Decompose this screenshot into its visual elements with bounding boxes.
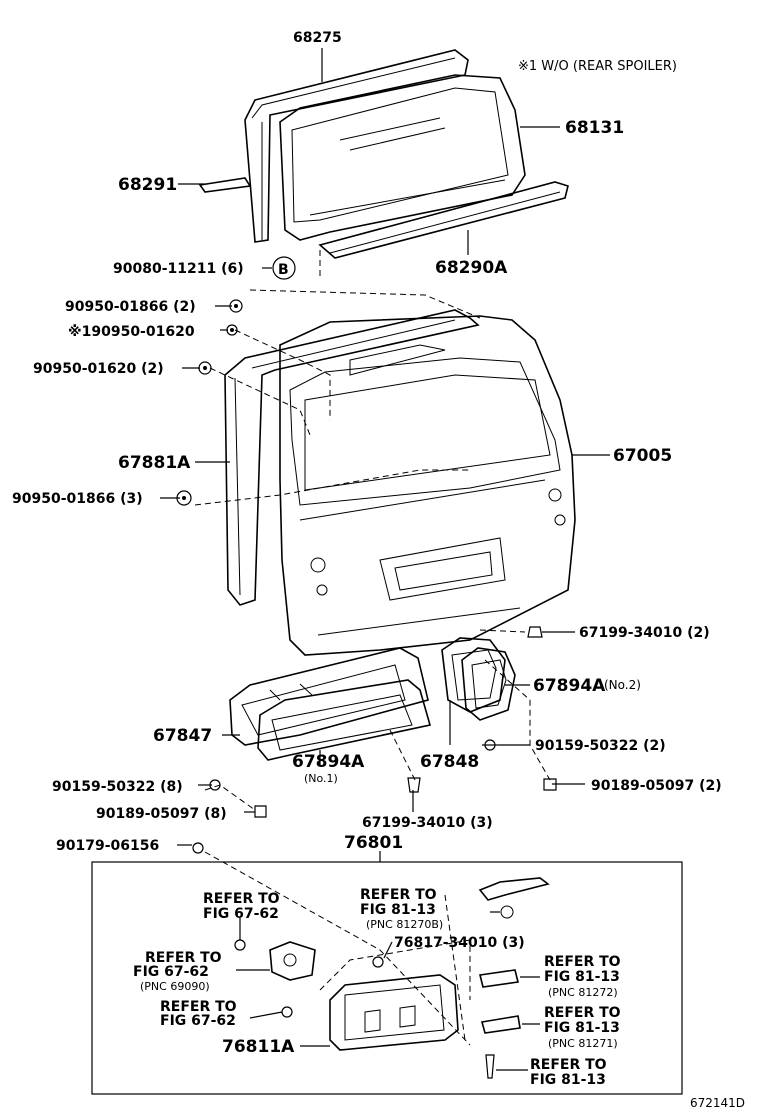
label-67894a-no2: 67894A <box>533 676 606 696</box>
label-67199-34010-3: 67199-34010 (3) <box>362 815 493 831</box>
refer-67-62-b-line1: REFER TO <box>145 950 222 966</box>
label-68131: 68131 <box>565 118 624 138</box>
trim-board-67848 <box>441 637 506 713</box>
lamp-81271 <box>480 1015 521 1034</box>
nut-90189-05097-b <box>254 805 267 818</box>
label-90950-01620-2: 90950-01620 (2) <box>33 361 164 377</box>
refer-67-62-c-line1: REFER TO <box>160 999 237 1015</box>
label-67881a: 67881A <box>118 453 191 473</box>
trim-panel-67894a-no1 <box>257 679 432 761</box>
label-68291: 68291 <box>118 175 177 195</box>
refer-67-62-b-line2: FIG 67-62 <box>133 964 209 980</box>
refer-81-13-a-line1: REFER TO <box>360 887 437 903</box>
label-68275: 68275 <box>293 30 342 46</box>
clip-90950-01866-a <box>229 299 243 313</box>
refer-81-13-b-line1: REFER TO <box>544 954 621 970</box>
label-90950-01866-3: 90950-01866 (3) <box>12 491 143 507</box>
pnc-69090: (PNC 69090) <box>140 980 210 993</box>
refer-67-62-a-line1: REFER TO <box>203 891 280 907</box>
label-90189-05097-2: 90189-05097 (2) <box>591 778 722 794</box>
nut-90189-05097-a <box>543 778 557 791</box>
label-68290a: 68290A <box>435 258 508 278</box>
screw-90159-50322-a <box>482 739 498 751</box>
glass-stop-68291 <box>198 177 252 193</box>
label-67847: 67847 <box>153 726 212 746</box>
label-76817-34010: 76817-34010 (3) <box>394 935 525 951</box>
clip-90179-06156 <box>192 842 204 854</box>
label-90159-50322-2: 90159-50322 (2) <box>535 738 666 754</box>
spoiler-note: ※1 W/O (REAR SPOILER) <box>518 59 677 74</box>
pnc-81271: (PNC 81271) <box>548 1037 618 1050</box>
molding-68290a <box>318 181 569 259</box>
lock-assembly <box>269 941 316 981</box>
refer-81-13-b-line2: FIG 81-13 <box>544 969 620 985</box>
lamp-81272 <box>479 969 519 988</box>
label-67005: 67005 <box>613 446 672 466</box>
refer-81-13-d-line1: REFER TO <box>530 1057 607 1073</box>
label-67894a-no1: 67894A <box>292 752 365 772</box>
label-76801: 76801 <box>344 833 403 853</box>
clip-67199-34010-b <box>407 777 421 793</box>
callout-circle-b <box>272 256 296 280</box>
label-90179-06156: 90179-06156 <box>56 838 159 854</box>
back-door-panel-67005 <box>279 315 576 656</box>
back-door-glass-68131 <box>279 74 526 241</box>
handle-switch <box>478 877 550 919</box>
trim-board-67847 <box>229 647 429 746</box>
refer-81-13-c-line1: REFER TO <box>544 1005 621 1021</box>
small-bolt-a <box>234 939 246 951</box>
label-90080-11211: 90080-11211 (6) <box>113 261 244 277</box>
refer-81-13-d-line2: FIG 81-13 <box>530 1072 606 1088</box>
label-76811a: 76811A <box>222 1037 295 1057</box>
refer-67-62-c-line2: FIG 67-62 <box>160 1013 236 1029</box>
clip-90950-01620-b <box>198 361 212 375</box>
label-no1: (No.1) <box>304 772 338 785</box>
weatherstrip-67881a <box>224 309 480 606</box>
label-90950-01866-2: 90950-01866 (2) <box>65 299 196 315</box>
label-no2: (No.2) <box>604 678 641 692</box>
trim-panel-67894a-no2 <box>461 647 516 721</box>
clip-90950-01866-b <box>176 490 192 506</box>
bolt <box>485 1054 495 1079</box>
clip-90950-01620-a <box>226 324 238 336</box>
refer-67-62-a-line2: FIG 67-62 <box>203 906 279 922</box>
screw-90159-50322-b <box>209 779 221 791</box>
label-90159-50322-8: 90159-50322 (8) <box>52 779 183 795</box>
pnc-81270b: (PNC 81270B) <box>366 918 443 931</box>
label-90950-01620-note: ※190950-01620 <box>68 324 195 340</box>
refer-81-13-c-line2: FIG 81-13 <box>544 1020 620 1036</box>
small-bolt-b <box>281 1006 293 1018</box>
assembly-box-76801 <box>91 861 683 1095</box>
label-90189-05097-8: 90189-05097 (8) <box>96 806 227 822</box>
callout-b-letter: B <box>278 262 289 278</box>
label-67199-34010-2: 67199-34010 (2) <box>579 625 710 641</box>
refer-81-13-a-line2: FIG 81-13 <box>360 902 436 918</box>
nut-76817-34010 <box>372 956 384 968</box>
garnish-76811a <box>319 939 471 1051</box>
label-67848: 67848 <box>420 752 479 772</box>
pnc-81272: (PNC 81272) <box>548 986 618 999</box>
figure-id: 672141D <box>690 1096 745 1110</box>
clip-67199-34010-a <box>527 626 543 638</box>
